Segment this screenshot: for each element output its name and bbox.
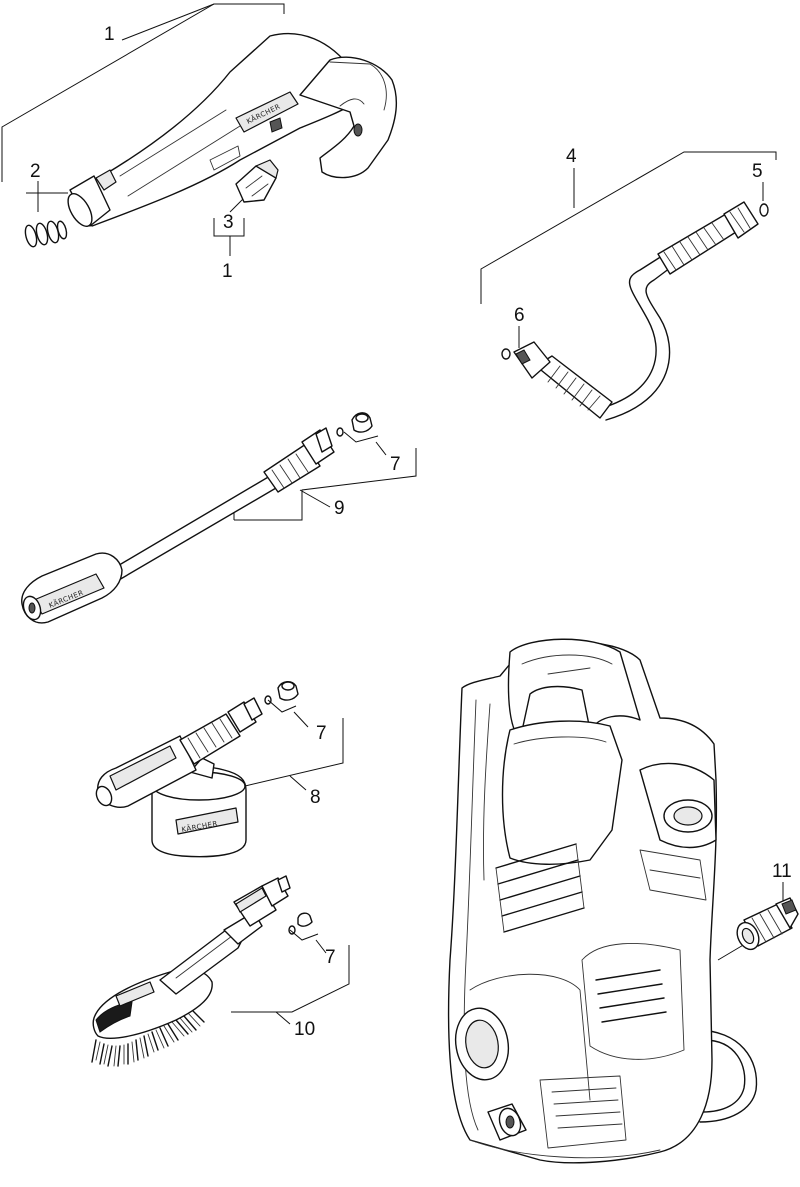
callout-hose: 4 [566, 146, 577, 167]
spray-lance: KÄRCHER [21, 412, 373, 624]
vent-grille [495, 843, 585, 933]
callout-foam-nozzle: 7 [316, 723, 327, 744]
spring-rings [24, 220, 68, 248]
foam-nozzle: KÄRCHER [95, 681, 299, 858]
callout-wash-brush: 10 [294, 1019, 315, 1040]
callout-clip: 3 [223, 212, 234, 233]
callout-water-connector: 11 [772, 861, 792, 882]
wash-brush [91, 875, 313, 1067]
water-connector [736, 897, 799, 951]
callout-gun-assembly: 1 [104, 24, 115, 45]
callout-hose-oring-end: 5 [752, 161, 763, 182]
callout-foam-nozzle-bottle: 8 [310, 787, 321, 808]
lower-vents [595, 969, 667, 1023]
spray-gun: KÄRCHER [67, 32, 398, 227]
callout-brush-nozzle: 7 [325, 947, 336, 968]
callout-clip-assembly: 1 [222, 261, 233, 282]
callout-hose-oring-start: 6 [514, 305, 525, 326]
pressure-washer-unit [447, 638, 758, 1164]
high-pressure-hose [501, 201, 769, 421]
callout-lance-nozzle: 7 [390, 454, 401, 475]
callout-springs: 2 [30, 161, 41, 182]
callout-spray-lance: 9 [334, 498, 345, 519]
gun-clip [235, 159, 279, 203]
